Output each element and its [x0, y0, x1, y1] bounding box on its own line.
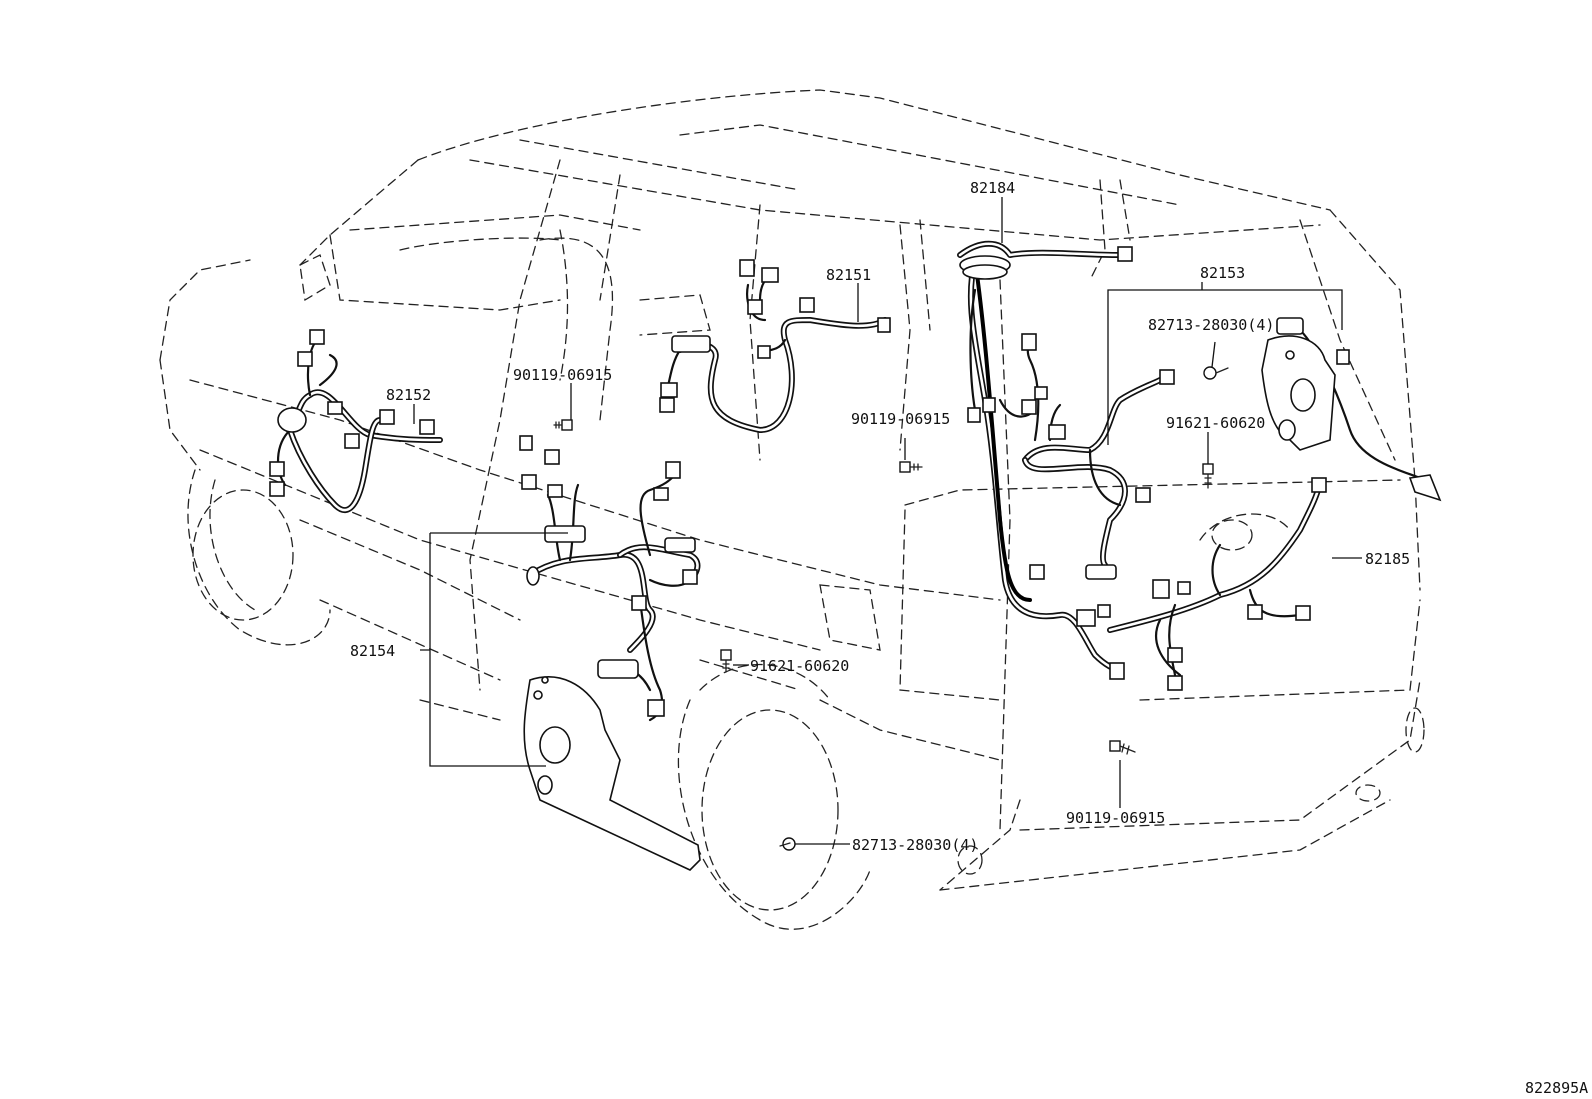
label-90119-06915-center: 90119-06915 [851, 410, 950, 428]
label-90119-06915-upper-left: 90119-06915 [513, 366, 612, 384]
clip-82713-28030-lower-icon [779, 837, 796, 851]
bolt-90119-06915-center-icon [899, 461, 923, 473]
label-82185: 82185 [1365, 550, 1410, 568]
bolt-90119-06915-lower-rear-icon [1109, 740, 1136, 755]
rear-side-plate [1261, 335, 1442, 502]
harness-82153 [998, 317, 1422, 580]
lower-side-plate [523, 676, 701, 871]
harness-82152 [269, 329, 443, 514]
part-labels: 82184 82151 82153 82713-28030(4) 90119-0… [350, 179, 1588, 1097]
diagram-id: 822895A [1525, 1079, 1588, 1097]
label-82713-28030-rear: 82713-28030(4) [1148, 316, 1274, 334]
leader-lines [413, 197, 1362, 845]
label-82713-28030-lower: 82713-28030(4) [852, 836, 978, 854]
label-82154: 82154 [350, 642, 395, 660]
label-91621-60620-center: 91621-60620 [750, 657, 849, 675]
harness-82184 [957, 240, 1133, 680]
clip-82713-28030-rear-icon [1203, 366, 1229, 380]
label-91621-60620-rear: 91621-60620 [1166, 414, 1265, 432]
bolt-90119-06915-upper-left-icon [553, 419, 573, 431]
label-90119-06915-lower-rear: 90119-06915 [1066, 809, 1165, 827]
harness-82151 [659, 259, 891, 433]
label-82184: 82184 [970, 179, 1015, 197]
screw-91621-60620-center-icon [720, 649, 732, 673]
label-82153: 82153 [1200, 264, 1245, 282]
vehicle-body-outline [159, 89, 1425, 930]
harness-82154 [519, 435, 701, 722]
label-82152: 82152 [386, 386, 431, 404]
harness-82185 [1076, 477, 1327, 691]
label-82151: 82151 [826, 266, 871, 284]
